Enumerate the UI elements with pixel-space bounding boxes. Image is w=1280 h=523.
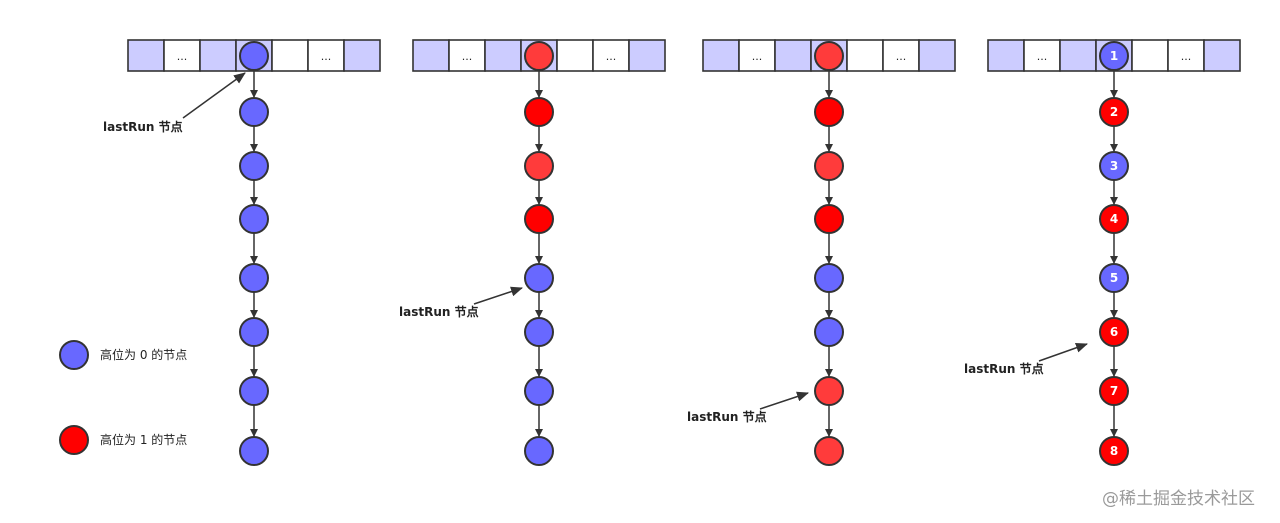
array-cell: [702, 39, 740, 72]
panel-2: ...... lastRun 节点: [399, 39, 666, 466]
array-cell: [343, 39, 381, 72]
hash-array: ......: [987, 39, 1241, 72]
array-cell-ellipsis: ...: [752, 50, 763, 63]
node-number: 8: [1110, 444, 1118, 458]
list-node: [524, 376, 554, 406]
lastrun-label: lastRun 节点: [103, 119, 183, 134]
list-node: [1099, 41, 1129, 71]
array-cell: [127, 39, 165, 72]
array-cell: [1023, 39, 1061, 72]
list-node: [239, 436, 269, 466]
list-node: [1099, 204, 1129, 234]
node-number: 1: [1110, 49, 1118, 63]
list-node: [1099, 151, 1129, 181]
legend: 高位为 0 的节点 高位为 1 的节点: [59, 340, 187, 455]
array-cell: [918, 39, 956, 72]
node-number: 3: [1110, 159, 1118, 173]
list-node: [524, 263, 554, 293]
array-cell: [163, 39, 201, 72]
legend-blue-node: [59, 340, 89, 370]
node-number: 2: [1110, 105, 1118, 119]
array-cell: [987, 39, 1025, 72]
array-cell: [846, 39, 884, 72]
list-node: [524, 97, 554, 127]
list-node: [239, 263, 269, 293]
list-node: [524, 317, 554, 347]
array-cell: [1203, 39, 1241, 72]
array-cell-ellipsis: ...: [321, 50, 332, 63]
list-node: [814, 317, 844, 347]
legend-red-label: 高位为 1 的节点: [100, 432, 187, 447]
array-cell: [628, 39, 666, 72]
array-cell: [1131, 39, 1169, 72]
lastrun-label: lastRun 节点: [964, 361, 1044, 376]
lastrun-pointer-arrow: [759, 391, 809, 410]
lastrun-pointer-arrow: [473, 286, 523, 305]
watermark: @稀土掘金技术社区: [1102, 489, 1255, 509]
list-node: [814, 204, 844, 234]
list-node: [1099, 317, 1129, 347]
array-cell: [1167, 39, 1205, 72]
list-node: [524, 204, 554, 234]
lastrun-label: lastRun 节点: [687, 409, 767, 424]
array-cell-ellipsis: ...: [1181, 50, 1192, 63]
panels-layer: ...... lastRun 节点...... lastRun 节点...... la…: [103, 39, 1241, 466]
array-cell-ellipsis: ...: [606, 50, 617, 63]
array-cell: [412, 39, 450, 72]
list-node: [1099, 436, 1129, 466]
list-node: [239, 151, 269, 181]
array-cell: [1059, 39, 1097, 72]
list-node: [239, 41, 269, 71]
list-node: [814, 436, 844, 466]
node-number: 7: [1110, 384, 1118, 398]
array-cell: [774, 39, 812, 72]
panel-1: ...... lastRun 节点: [103, 39, 381, 466]
list-node: [814, 376, 844, 406]
list-node: [524, 41, 554, 71]
array-cell: [199, 39, 237, 72]
lastrun-label: lastRun 节点: [399, 304, 479, 319]
legend-red-node: [59, 425, 89, 455]
array-cell: [271, 39, 309, 72]
node-number: 6: [1110, 325, 1118, 339]
list-node: [239, 376, 269, 406]
hash-array: ......: [412, 39, 666, 72]
array-cell-ellipsis: ...: [896, 50, 907, 63]
array-cell: [556, 39, 594, 72]
list-node: [239, 317, 269, 347]
node-number: 5: [1110, 271, 1118, 285]
list-node: [814, 263, 844, 293]
legend-blue-label: 高位为 0 的节点: [100, 347, 187, 362]
array-cell-ellipsis: ...: [177, 50, 188, 63]
list-node: [1099, 376, 1129, 406]
array-cell: [592, 39, 630, 72]
array-cell-ellipsis: ...: [1037, 50, 1048, 63]
array-cell: [307, 39, 345, 72]
array-cell: [738, 39, 776, 72]
array-cell: [484, 39, 522, 72]
lastrun-pointer-arrow: [182, 72, 246, 119]
list-node: [239, 204, 269, 234]
list-node: [814, 151, 844, 181]
list-node: [814, 41, 844, 71]
list-node: [1099, 97, 1129, 127]
panel-3: ...... lastRun 节点: [687, 39, 956, 466]
array-cell-ellipsis: ...: [462, 50, 473, 63]
node-number: 4: [1110, 212, 1118, 226]
lastrun-pointer-arrow: [1038, 342, 1088, 362]
list-node: [814, 97, 844, 127]
list-node: [1099, 263, 1129, 293]
list-node: [524, 436, 554, 466]
list-node: [239, 97, 269, 127]
list-node: [524, 151, 554, 181]
